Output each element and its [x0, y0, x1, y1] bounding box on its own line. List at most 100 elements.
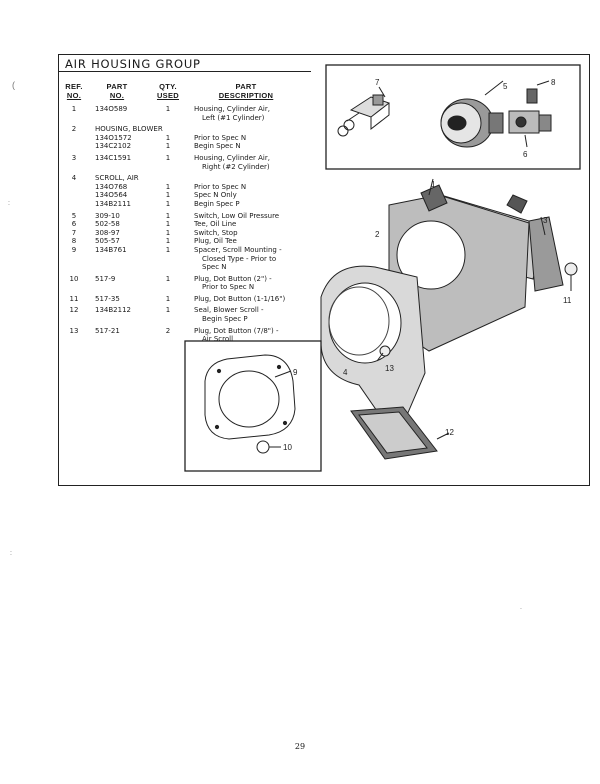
- part-description: Housing, Cylinder Air,Right (#2 Cylinder…: [194, 154, 329, 171]
- exploded-diagram: 1 2 3 4 5 6 7 8 9 10 11 12 13: [184, 64, 581, 472]
- quantity-used: 1: [165, 182, 171, 191]
- description-line: Plug, Dot Button (2") -: [194, 274, 272, 283]
- callout-10: 10: [283, 443, 292, 452]
- part-number: 134O564: [95, 191, 128, 200]
- callout-6: 6: [523, 150, 528, 159]
- quantity-used: 1: [165, 237, 171, 246]
- part-description: Tee, Oil Line: [194, 220, 329, 229]
- stop-switch-drawing: [337, 86, 391, 137]
- part-number: HOUSING, BLOWER: [95, 125, 163, 134]
- part-description: Switch, Low Oil Pressure: [194, 212, 329, 221]
- part-number: 505-57: [95, 237, 120, 246]
- part-description: Plug, Oil Tee: [194, 237, 329, 246]
- page-number: 29: [294, 742, 306, 751]
- description-line: Left (#1 Cylinder): [202, 113, 265, 122]
- part-number: SCROLL, AIR: [95, 174, 139, 183]
- part-number: 134C2102: [95, 142, 132, 151]
- part-description: Switch, Stop: [194, 229, 329, 238]
- part-description: Seal, Blower Scroll -Begin Spec P: [194, 306, 329, 323]
- ref-number: 3: [71, 153, 77, 162]
- description-line: Spec N: [202, 263, 227, 272]
- quantity-used: 1: [165, 133, 171, 142]
- header-desc: PART DESCRIPTION: [207, 82, 285, 100]
- ref-number: 12: [69, 306, 79, 315]
- part-number: 134O589: [95, 105, 128, 113]
- ref-number: 13: [69, 326, 79, 335]
- header-desc-line1: PART: [235, 82, 257, 91]
- ref-number: 10: [69, 274, 79, 283]
- part-number: 502-58: [95, 220, 120, 229]
- description-line: Prior to Spec N: [194, 133, 247, 142]
- ref-number: 8: [71, 237, 77, 246]
- table-row: 4 SCROLL, AIR: [59, 174, 329, 183]
- parts-list-frame: AIR HOUSING GROUP REF. NO. PART NO. QTY.…: [58, 54, 590, 486]
- section-title: AIR HOUSING GROUP: [65, 57, 201, 71]
- oil-tee-drawing: [508, 80, 552, 148]
- scan-speck: :: [10, 550, 12, 557]
- description-line: Begin Spec N: [194, 142, 241, 151]
- callout-9: 9: [293, 368, 298, 377]
- description-line: Spacer, Scroll Mounting -: [194, 245, 282, 254]
- scan-speck: :: [8, 200, 10, 207]
- part-description: Begin Spec N: [194, 142, 329, 151]
- ref-number: 1: [71, 105, 77, 113]
- inset-box-switches: [325, 64, 581, 170]
- ref-number: 9: [71, 245, 77, 254]
- oil-pressure-switch-drawing: [440, 80, 504, 148]
- header-part-line2: NO.: [109, 91, 125, 100]
- description-line: Begin Spec P: [202, 315, 248, 324]
- callout-12: 12: [445, 428, 454, 437]
- quantity-used: 1: [165, 294, 171, 303]
- callout-8: 8: [551, 78, 556, 87]
- part-description: Prior to Spec N: [194, 134, 329, 143]
- description-line: Housing, Cylinder Air,: [194, 153, 270, 162]
- description-line: Closed Type - Prior to: [202, 254, 277, 263]
- blower-housing-drawing: [388, 178, 530, 352]
- description-line: Prior to Spec N: [194, 182, 247, 191]
- callout-2: 2: [375, 230, 380, 239]
- quantity-used: 1: [165, 105, 171, 113]
- description-line: Air Scroll: [202, 335, 234, 344]
- header-qty-line1: QTY.: [159, 82, 177, 91]
- callout-7: 7: [375, 78, 380, 87]
- table-row: 8 505-57 1 Plug, Oil Tee: [59, 237, 329, 246]
- part-description: Plug, Dot Button (1-1/16"): [194, 295, 329, 304]
- table-row: 1 134O589 1 Housing, Cylinder Air,Left (#1 …: [59, 105, 329, 122]
- quantity-used: 1: [165, 142, 171, 151]
- part-description: Housing, Cylinder Air,Left (#1 Cylinder): [194, 105, 329, 122]
- air-scroll-drawing: [320, 265, 426, 416]
- dot-button-plug-11-drawing: [564, 262, 578, 291]
- description-line: Plug, Dot Button (7/8") -: [194, 326, 279, 335]
- header-ref-line1: REF.: [65, 82, 83, 91]
- callout-labels: 1 2 3 4 5 6 7 8 9 10 11 12 13: [283, 78, 572, 452]
- quantity-used: 1: [165, 306, 171, 315]
- quantity-used: 1: [165, 228, 171, 237]
- scan-speck: (: [12, 80, 15, 90]
- ref-number: 4: [71, 174, 77, 183]
- header-qty: QTY. USED: [151, 82, 185, 100]
- scan-speck: .: [520, 604, 522, 611]
- title-rule: [59, 71, 311, 72]
- description-line: Right (#2 Cylinder): [202, 162, 270, 171]
- part-number: 309-10: [95, 211, 120, 220]
- table-row: 134C2102 1 Begin Spec N: [59, 142, 329, 151]
- part-number: 517-21: [95, 326, 120, 335]
- description-line: Housing, Cylinder Air,: [194, 105, 270, 113]
- ref-number: 6: [71, 220, 77, 229]
- description-line: Begin Spec P: [194, 199, 240, 208]
- header-ref-line2: NO.: [66, 91, 82, 100]
- description-line: Switch, Stop: [194, 228, 238, 237]
- description-line: Plug, Dot Button (1-1/16"): [194, 294, 286, 303]
- quantity-used: 1: [165, 211, 171, 220]
